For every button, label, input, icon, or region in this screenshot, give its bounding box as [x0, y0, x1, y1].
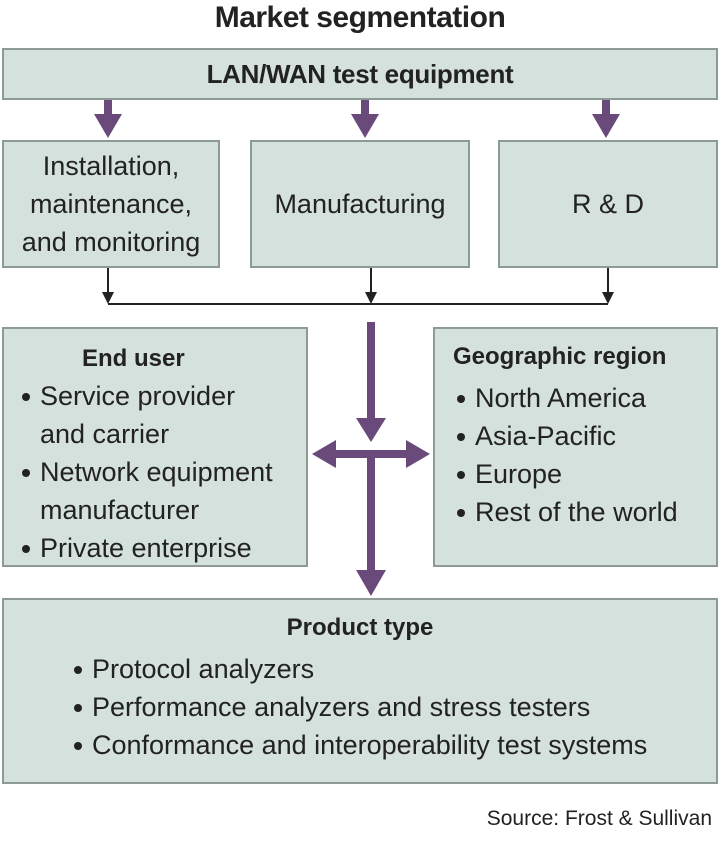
diagram-title: Market segmentation — [214, 1, 506, 34]
product-down-arrow — [356, 450, 386, 596]
product-item: Protocol analyzers — [70, 650, 716, 688]
product-type-box: Product type Protocol analyzers Performa… — [2, 598, 718, 784]
region-item: Europe — [453, 455, 716, 493]
end-user-item: Service provider and carrier — [18, 377, 306, 453]
merge-lines — [107, 268, 609, 305]
geographic-region-list: North America Asia-Pacific Europe Rest o… — [453, 379, 716, 531]
lan-wan-label: LAN/WAN test equipment — [206, 59, 514, 89]
product-item: Conformance and interoperability test sy… — [70, 726, 716, 764]
end-user-list: Service provider and carrier Network equ… — [18, 377, 306, 567]
end-user-heading: End user — [82, 345, 185, 372]
product-type-heading: Product type — [286, 614, 434, 641]
region-item: Asia-Pacific — [453, 417, 716, 455]
region-item: Rest of the world — [453, 493, 716, 531]
product-type-list: Protocol analyzers Performance analyzers… — [70, 650, 716, 764]
geographic-region-box: Geographic region North America Asia-Pac… — [433, 327, 718, 567]
segment-installation-box: Installation, maintenance, and monitorin… — [2, 140, 220, 268]
end-user-item: Network equipment manufacturer — [18, 453, 306, 529]
source-credit: Source: Frost & Sullivan — [486, 807, 712, 830]
down-arrow-installation — [94, 100, 122, 138]
segment-manufacturing-box: Manufacturing — [250, 140, 470, 268]
horizontal-double-arrow — [312, 440, 430, 468]
end-user-box: End user Service provider and carrier Ne… — [2, 327, 308, 567]
segment-manufacturing-label: Manufacturing — [274, 189, 446, 219]
end-user-item: Private enterprise — [18, 529, 306, 567]
region-item: North America — [453, 379, 716, 417]
central-down-arrow — [356, 322, 386, 442]
segment-rnd-label: R & D — [571, 189, 644, 219]
segment-rnd-box: R & D — [498, 140, 718, 268]
product-item: Performance analyzers and stress testers — [70, 688, 716, 726]
down-arrow-manufacturing — [351, 100, 379, 138]
segment-installation-label: Installation, maintenance, and monitorin… — [21, 151, 201, 257]
geographic-region-heading: Geographic region — [453, 343, 667, 370]
merge-arrowheads — [102, 292, 614, 304]
down-arrow-rnd — [592, 100, 620, 138]
lan-wan-box: LAN/WAN test equipment — [2, 48, 718, 100]
